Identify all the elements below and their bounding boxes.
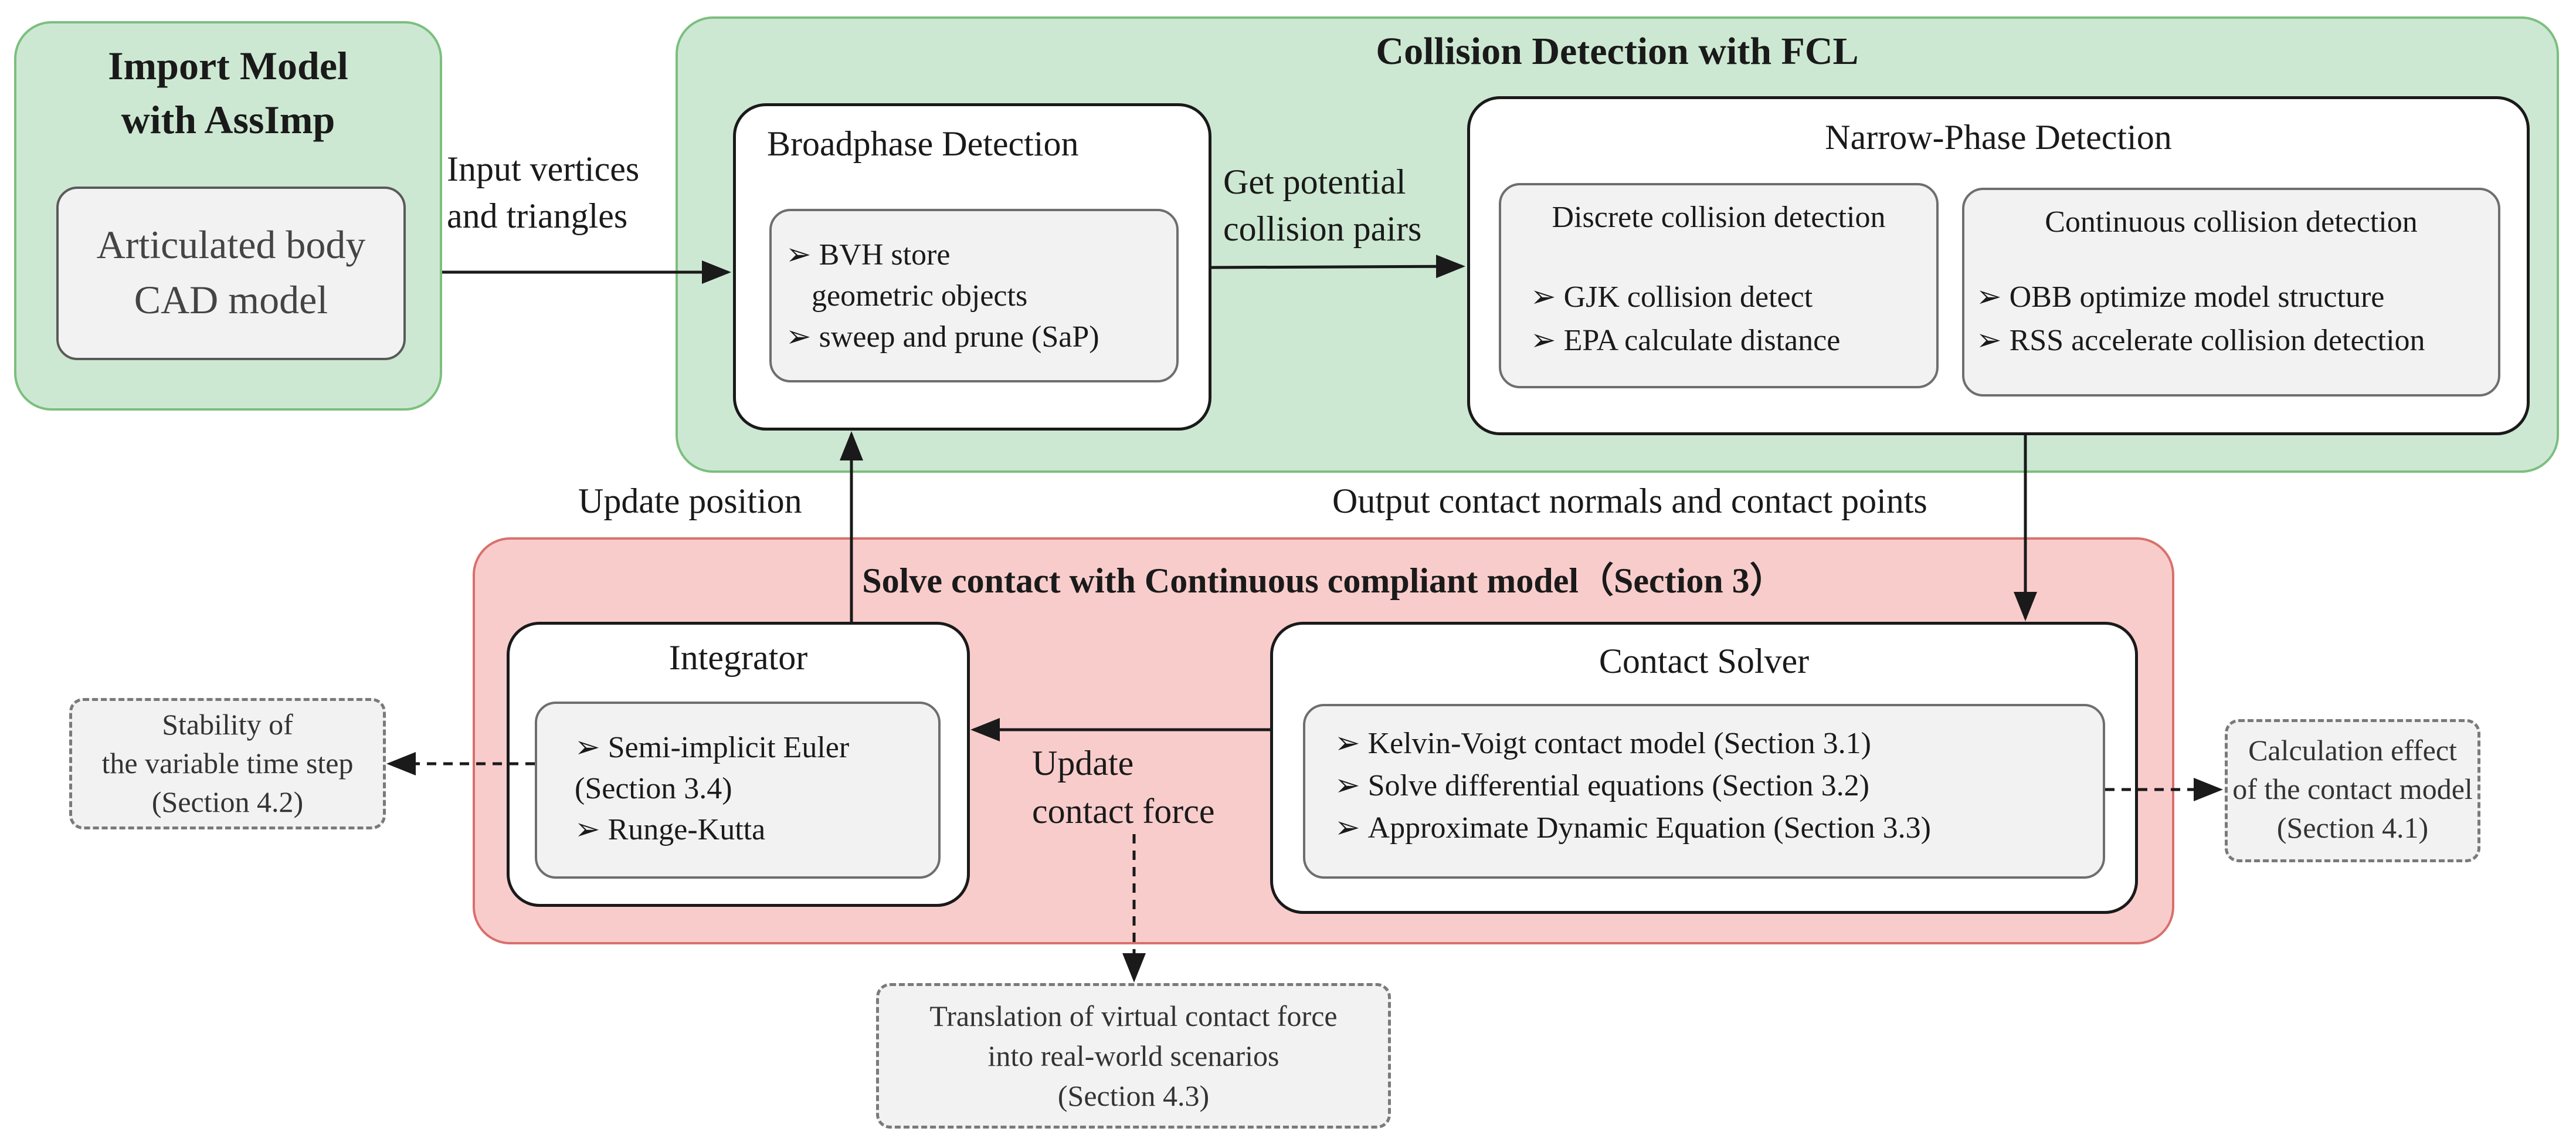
output-contact-label: Output contact normals and contact point… — [1332, 482, 1927, 520]
runge-kutta-item: Runge-Kutta — [575, 809, 849, 851]
update-force-label: Update contact force — [1032, 744, 1215, 831]
sap-item: sweep and prune (SaP) — [786, 317, 1099, 358]
broadphase-title: Broadphase Detection — [767, 124, 1079, 163]
fcl-title: Collision Detection with FCL — [1376, 30, 1859, 73]
solve-title: Solve contact with Continuous compliant … — [862, 561, 1785, 600]
obb-item: OBB optimize model structure — [1976, 276, 2425, 319]
contact-solver-title: Contact Solver — [1598, 642, 1810, 680]
translation-note: Translation of virtual contact force int… — [929, 1000, 1338, 1112]
integrator-title: Integrator — [668, 638, 808, 677]
cad-model-box — [56, 187, 406, 360]
rss-item: RSS accelerate collision detection — [1976, 319, 2425, 363]
differential-item: Solve differential equations (Section 3.… — [1335, 765, 1931, 807]
stability-note: Stability of the variable time step (Sec… — [101, 708, 354, 818]
update-position-label: Update position — [578, 482, 802, 520]
broadphase-items: BVH store geometric objects sweep and pr… — [786, 235, 1099, 358]
continuous-items: OBB optimize model structure RSS acceler… — [1976, 276, 2425, 363]
import-model-title: Import Model with AssImp — [108, 43, 348, 142]
bvh-item: BVH store — [786, 235, 1099, 276]
euler-item: Semi-implicit Euler — [575, 727, 850, 768]
arrow-broadphase-to-narrowphase — [1211, 255, 1465, 279]
continuous-title: Continuous collision detection — [2045, 205, 2418, 239]
potential-pairs-label: Get potential collision pairs — [1223, 162, 1422, 248]
narrowphase-title: Narrow-Phase Detection — [1825, 118, 2172, 157]
input-label: Input vertices and triangles — [447, 150, 640, 235]
stability-note-box — [69, 698, 386, 829]
dynamic-equation-item: Approximate Dynamic Equation (Section 3.… — [1335, 807, 1931, 849]
discrete-title: Discrete collision detection — [1552, 201, 1886, 234]
contact-solver-items: Kelvin-Voigt contact model (Section 3.1)… — [1335, 723, 1931, 849]
integrator-items: Semi-implicit Euler (Section 3.4) Runge-… — [575, 727, 849, 851]
kelvin-voigt-item: Kelvin-Voigt contact model (Section 3.1) — [1335, 723, 1931, 765]
epa-item: EPA calculate distance — [1530, 319, 1841, 363]
gjk-item: GJK collision detect — [1530, 276, 1840, 319]
calculation-note: Calculation effect of the contact model … — [2232, 734, 2473, 844]
translation-note-box — [876, 983, 1391, 1129]
discrete-items: GJK collision detect EPA calculate dista… — [1530, 276, 1841, 363]
cad-model-label: Articulated body CAD model — [96, 222, 366, 322]
calculation-note-box — [2225, 719, 2480, 862]
